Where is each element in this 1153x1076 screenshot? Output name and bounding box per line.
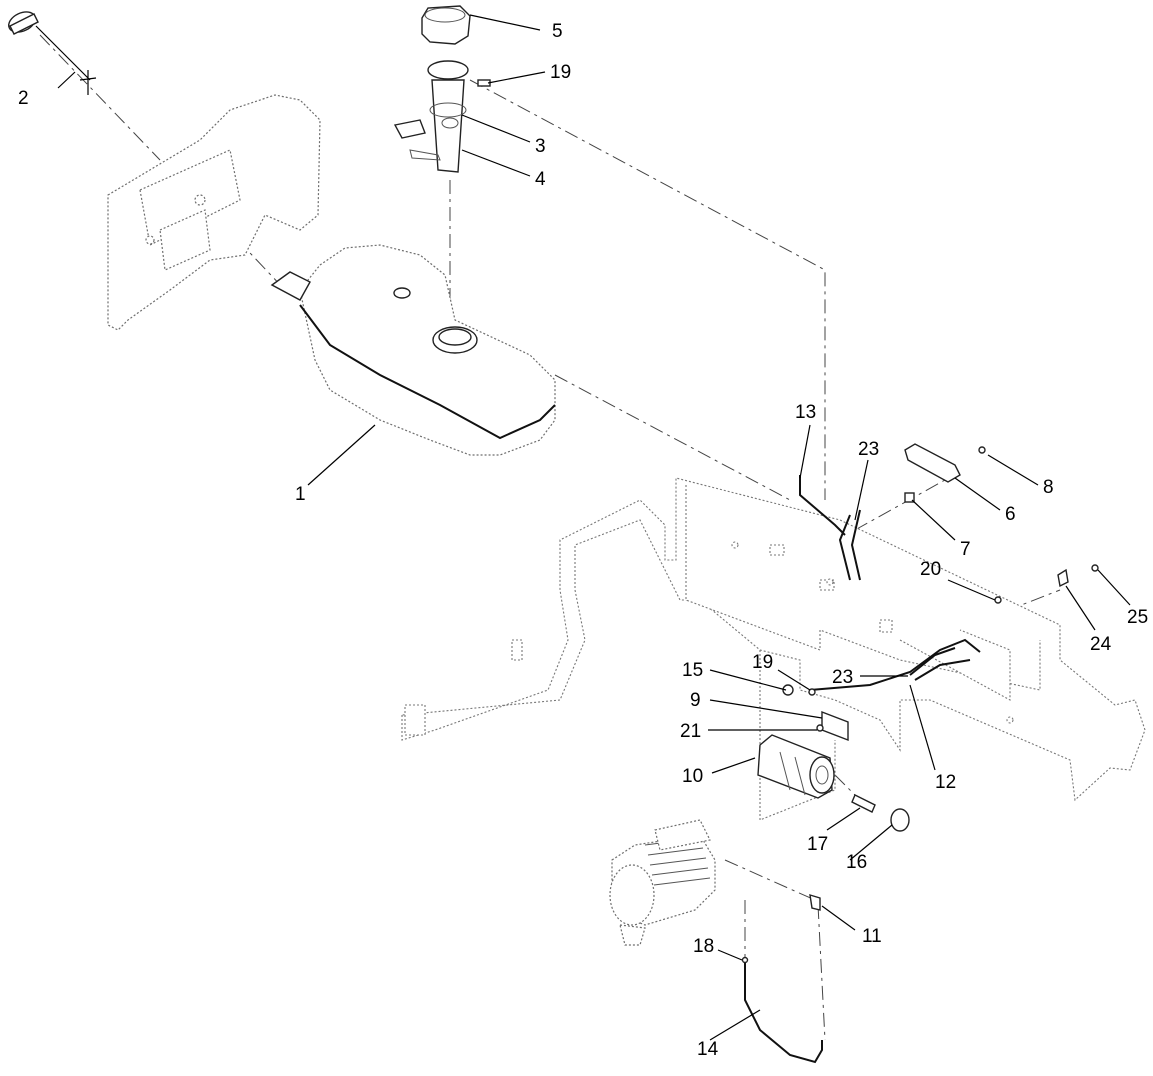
callouts: 1 2 5 19 3 4 13 23 8 6 7 20 25 24 15 19 …: [18, 21, 1148, 1060]
callout-23-mid: 23: [832, 667, 853, 688]
callout-13: 13: [795, 402, 816, 423]
part-bracket-6: [904, 443, 986, 503]
callout-20: 20: [920, 559, 941, 580]
callout-21: 21: [680, 721, 701, 742]
callout-19-top: 19: [550, 62, 571, 83]
callout-11: 11: [862, 926, 882, 947]
part-fuel-tank: [270, 244, 556, 456]
callout-10: 10: [682, 766, 703, 787]
part-fuel-cap: [421, 5, 471, 45]
callout-1: 1: [295, 484, 306, 505]
callout-14: 14: [697, 1039, 719, 1060]
callout-3: 3: [535, 136, 546, 157]
part-drain-hose: [741, 956, 823, 1064]
callout-8: 8: [1043, 477, 1054, 498]
hoses-upper: [799, 475, 1099, 604]
callout-5: 5: [552, 21, 563, 42]
callout-25: 25: [1127, 607, 1148, 628]
part-shroud: [107, 94, 321, 331]
callout-19-mid: 19: [752, 652, 773, 673]
callout-4: 4: [535, 169, 546, 190]
callout-7: 7: [960, 539, 971, 560]
part-filter-bracket: [816, 710, 849, 742]
callout-16: 16: [846, 852, 867, 873]
callout-6: 6: [1005, 504, 1016, 525]
part-dipstick: [8, 11, 97, 95]
part-fitting-16-17: [851, 794, 910, 832]
callout-12: 12: [935, 772, 956, 793]
callout-23-top: 23: [858, 439, 879, 460]
hoses-lower: [782, 638, 981, 696]
leader-lines: [57, 14, 1131, 1041]
part-fuel-sender: [393, 60, 491, 173]
callout-24: 24: [1090, 634, 1112, 655]
part-clamp-11: [809, 894, 821, 911]
callout-17: 17: [807, 834, 828, 855]
part-fuel-filter: [757, 734, 835, 799]
callout-2: 2: [18, 88, 29, 109]
callout-15: 15: [682, 660, 703, 681]
callout-9: 9: [690, 690, 701, 711]
part-air-cleaner: [609, 819, 716, 946]
callout-18: 18: [693, 936, 714, 957]
